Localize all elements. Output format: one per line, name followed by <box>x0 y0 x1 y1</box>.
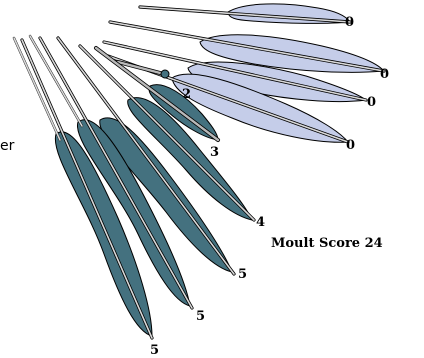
edge-text-fragment: er <box>0 138 15 154</box>
feather-score-label: 3 <box>210 145 219 160</box>
old-feather-outer-1: 0 <box>140 4 354 30</box>
feather-score-label: 5 <box>238 267 247 282</box>
feather-score-label: 0 <box>380 67 389 82</box>
feather-score-label: 4 <box>256 215 265 230</box>
feather-shaft <box>14 38 60 140</box>
feather-score-label: 0 <box>346 138 355 153</box>
feather-score-label: 5 <box>150 343 159 358</box>
old-feather-group: 0 0 0 0 <box>104 4 389 153</box>
feather-score-label: 0 <box>367 95 376 110</box>
feather-shaft <box>30 36 82 126</box>
feather-score-label: 0 <box>345 15 354 30</box>
moult-score-caption: Moult Score 24 <box>271 236 383 251</box>
feather-score-label: 5 <box>196 309 205 324</box>
